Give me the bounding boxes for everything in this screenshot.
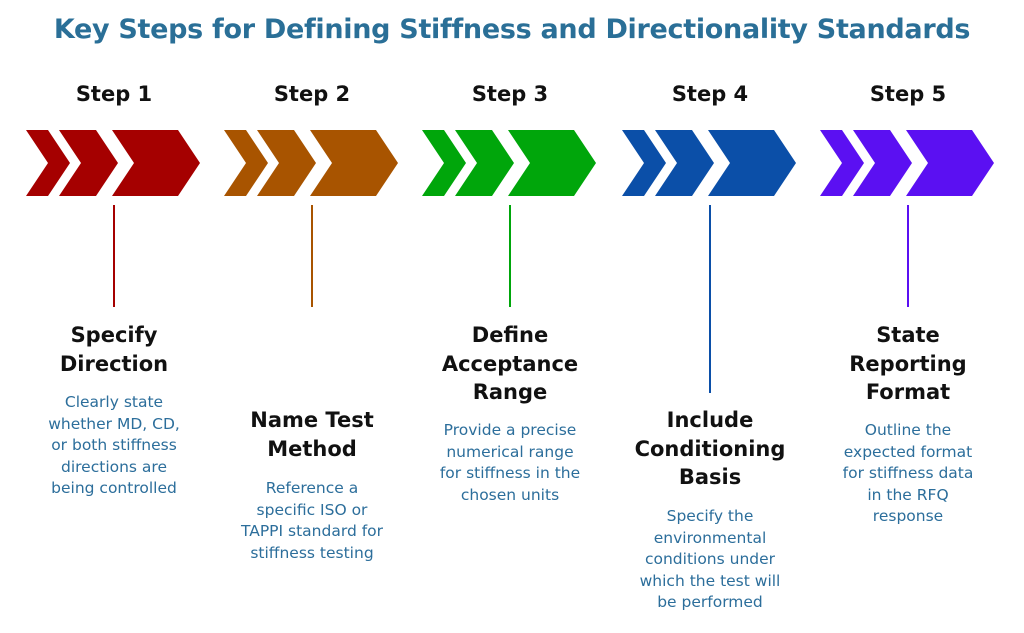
chevron-arrow-icon [820, 130, 994, 196]
small-chevron-2 [853, 130, 912, 196]
chevron-arrow-icon [26, 130, 200, 196]
chevron-arrow-icon [224, 130, 398, 196]
small-chevron-2 [59, 130, 118, 196]
step-label: Step 2 [273, 82, 351, 106]
step-label: Step 4 [671, 82, 749, 106]
connector-line [113, 205, 116, 307]
step-label: Step 3 [471, 82, 549, 106]
large-chevron [310, 130, 398, 196]
step-label: Step 5 [869, 82, 947, 106]
connector-line [907, 205, 910, 307]
small-chevron-1 [622, 130, 666, 196]
connector-line [311, 205, 314, 307]
large-chevron [708, 130, 796, 196]
small-chevron-1 [26, 130, 70, 196]
small-chevron-2 [655, 130, 714, 196]
connector-line [509, 205, 512, 307]
large-chevron [508, 130, 596, 196]
chevron-arrow-icon [422, 130, 596, 196]
step-label: Step 1 [75, 82, 153, 106]
small-chevron-1 [422, 130, 466, 196]
chevron-arrow-icon [622, 130, 796, 196]
page-title: Key Steps for Defining Stiffness and Dir… [53, 14, 971, 45]
small-chevron-1 [224, 130, 268, 196]
large-chevron [112, 130, 200, 196]
small-chevron-2 [257, 130, 316, 196]
large-chevron [906, 130, 994, 196]
small-chevron-1 [820, 130, 864, 196]
small-chevron-2 [455, 130, 514, 196]
connector-line [709, 205, 712, 393]
